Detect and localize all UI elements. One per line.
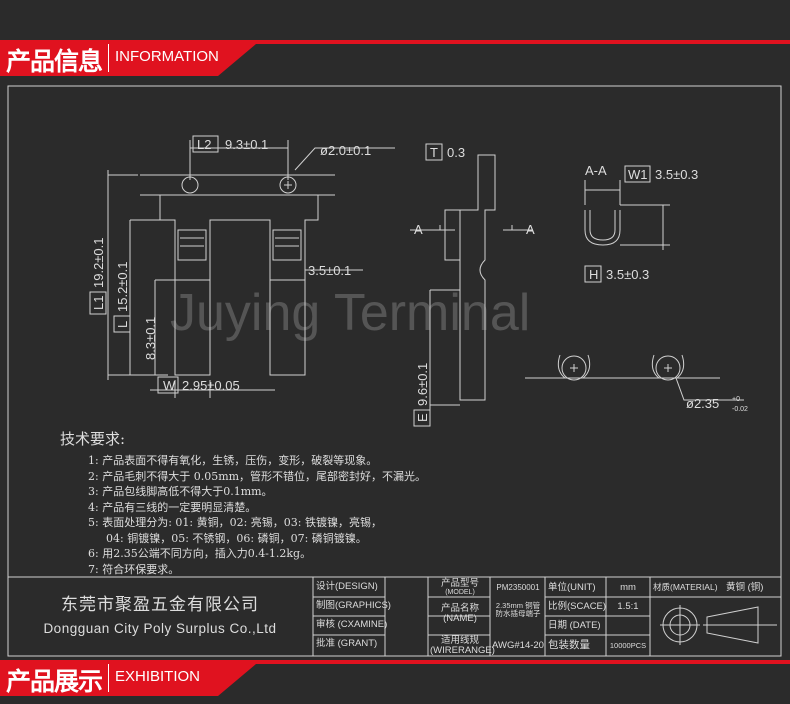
exhibition-header: 产品展示 EXHIBITION xyxy=(0,658,790,698)
h-tag-box xyxy=(584,265,602,283)
model-label: 产品型号 xyxy=(440,578,479,589)
pin-tol-up: +0 xyxy=(732,396,740,403)
t-tag: T xyxy=(430,145,438,160)
requirement-item: 2: 产品毛刺不得大于 0.05mm，管形不错位，尾部密封好，不漏光。 xyxy=(88,469,427,483)
pin-tol-down: -0.02 xyxy=(732,406,748,413)
section-a-left: A xyxy=(414,222,423,237)
name-value-line1: 2.35mm 铜管 xyxy=(495,601,541,610)
l-value: 15.2±0.1 xyxy=(115,261,130,312)
name-label-en: (NAME) xyxy=(443,612,477,624)
pin-view xyxy=(525,354,744,401)
w1-tag-box xyxy=(624,165,651,183)
header-divider xyxy=(108,664,109,692)
scale-label: 比例(SCACE) xyxy=(548,601,607,612)
slot-width: 3.5±0.1 xyxy=(308,263,351,278)
pack-label: 包装数量 xyxy=(548,639,590,651)
grant-label: 批准 (GRANT) xyxy=(316,638,378,649)
w1-tag: W1 xyxy=(628,167,648,182)
requirement-item: 1: 产品表面不得有氧化，生锈，压伤，变形，破裂等现象。 xyxy=(88,454,378,467)
material-value: 黄铜 (铜) xyxy=(726,582,764,593)
e-value: 9.6±0.1 xyxy=(415,363,430,406)
side-view xyxy=(410,154,533,420)
info-header: 产品信息 INFORMATION xyxy=(0,38,790,78)
requirement-item: 6: 用2.35公端不同方向，插入力0.4-1.2kg。 xyxy=(88,547,312,560)
scale-value: 1.5:1 xyxy=(617,601,639,612)
header-banner-shape xyxy=(0,40,790,76)
requirement-item: 5: 表面处理分为: 01: 黄铜，02: 亮锡，03: 铁镀镍，亮锡， xyxy=(88,516,383,529)
date-label: 日期 (DATE) xyxy=(548,620,601,631)
exhibition-title-cn: 产品展示 xyxy=(6,667,103,696)
header-divider xyxy=(108,44,109,72)
watermark: Juying Terminal xyxy=(170,284,530,342)
model-label-en: (MODEL) xyxy=(445,588,475,596)
section-title: A-A xyxy=(585,163,607,178)
w-tag-box xyxy=(157,376,179,394)
l1-value: 19.2±0.1 xyxy=(91,237,106,288)
wire-value: AWG#14-20 xyxy=(492,640,544,651)
technical-drawing: Juying Terminal L2 9.3±0.1 ø2.0±0.1 3.5±… xyxy=(7,85,782,657)
title-block-grid xyxy=(8,576,781,656)
h-tag: H xyxy=(589,267,598,282)
design-label: 设计(DESIGN) xyxy=(316,581,378,592)
l-tag: L xyxy=(115,321,130,328)
l2-value: 9.3±0.1 xyxy=(225,137,268,152)
w-value: 2.95±0.05 xyxy=(182,378,240,393)
e-tag: E xyxy=(415,413,430,422)
requirement-item: 3: 产品包线脚高低不得大于0.1mm。 xyxy=(88,485,273,498)
company-name-en: Dongguan City Poly Surplus Co.,Ltd xyxy=(43,621,277,636)
unit-label: 单位(UNIT) xyxy=(548,582,596,593)
examine-label: 审核 (CXAMINE) xyxy=(316,619,388,630)
section-a-right: A xyxy=(526,222,535,237)
company-block: 东莞市聚盈五金有限公司 Dongguan City Poly Surplus C… xyxy=(10,590,310,636)
pack-value: 10000PCS xyxy=(609,641,647,650)
w-tag: W xyxy=(163,378,176,393)
requirement-item: 04: 铜镀镍，05: 不锈钢，06: 磷铜，07: 磷铜镀镍。 xyxy=(106,531,367,545)
pin-diameter: ø2.35 xyxy=(686,396,719,411)
wire-label-en: (WIRERANGE) xyxy=(430,644,495,656)
drawing-frame xyxy=(7,85,782,657)
name-value-line2: 防水插母端子 xyxy=(495,608,541,618)
info-title-en: INFORMATION xyxy=(115,48,219,65)
l2-tag: L2 xyxy=(197,137,211,152)
h-value: 8.3±0.1 xyxy=(143,317,158,360)
front-view xyxy=(107,140,395,398)
material-label: 材质(MATERIAL) xyxy=(653,582,718,592)
l2-tag-box xyxy=(192,135,219,153)
name-label: 产品名称 xyxy=(440,603,479,614)
graphics-label: 制图(GRAPHICS) xyxy=(316,600,391,611)
t-tag-box xyxy=(425,143,443,161)
h2-value: 3.5±0.3 xyxy=(606,267,649,282)
w1-value: 3.5±0.3 xyxy=(655,167,698,182)
unit-value: mm xyxy=(620,582,636,593)
header-banner-shape xyxy=(0,660,790,696)
exhibition-title-en: EXHIBITION xyxy=(115,668,201,685)
requirements-title: 技术要求: xyxy=(60,430,126,448)
l1-tag: L1 xyxy=(91,296,106,310)
company-name-cn: 东莞市聚盈五金有限公司 xyxy=(61,595,259,615)
section-view xyxy=(584,180,670,250)
technical-requirements: 技术要求: 1: 产品表面不得有氧化，生锈，压伤，变形，破裂等现象。 2: 产品… xyxy=(60,428,426,577)
requirement-item: 4: 产品有三线的一定要明显清楚。 xyxy=(88,500,257,514)
model-value: PM2350001 xyxy=(496,583,540,592)
hole-diameter: ø2.0±0.1 xyxy=(320,143,371,158)
wire-label: 适用线规 xyxy=(440,635,479,646)
t-value: 0.3 xyxy=(447,145,465,160)
requirement-item: 7: 符合环保要求。 xyxy=(88,562,180,576)
info-title-cn: 产品信息 xyxy=(6,47,103,76)
